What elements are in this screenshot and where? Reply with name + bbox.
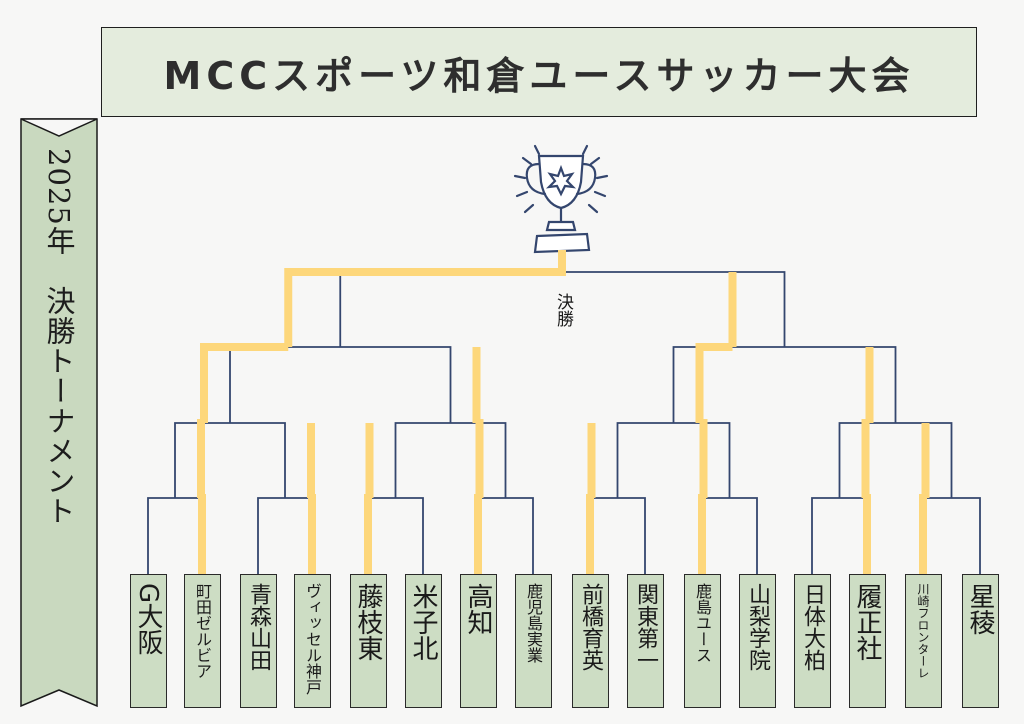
bracket-line xyxy=(147,497,203,574)
winner-path xyxy=(699,419,708,498)
winner-path xyxy=(861,419,870,498)
team-name: 川崎フロンターレ xyxy=(916,583,930,679)
team-name: 鹿島ユース xyxy=(693,583,712,663)
winner-path xyxy=(200,343,289,423)
final-label: 決勝 xyxy=(553,293,573,327)
winner-path xyxy=(284,250,566,347)
winner-path xyxy=(364,494,372,574)
team-name: 鹿児島実業 xyxy=(524,583,543,663)
team-name: 前橋育英 xyxy=(578,583,603,671)
winner-path xyxy=(586,494,594,574)
team-box: 前橋育英 xyxy=(571,574,609,708)
team-name: 米子北 xyxy=(408,583,438,661)
bracket-line xyxy=(589,497,646,574)
title-box: MCCスポーツ和倉ユースサッカー大会 xyxy=(101,27,977,117)
bracket-line xyxy=(174,422,286,498)
team-box: 鹿島ユース xyxy=(683,574,721,708)
winner-path xyxy=(198,494,206,574)
bracket-line xyxy=(811,497,868,574)
team-box: 高知 xyxy=(459,574,497,708)
team-box: 日体大柏 xyxy=(793,574,831,708)
winner-path xyxy=(475,419,484,498)
team-name: G大阪 xyxy=(133,583,163,656)
winner-path xyxy=(197,419,205,498)
team-box: 鹿児島実業 xyxy=(514,574,552,708)
winner-path xyxy=(698,494,706,574)
side-banner: 2025年 決勝トーナメント xyxy=(20,118,98,710)
winner-path xyxy=(919,494,927,574)
team-name: 藤枝東 xyxy=(353,583,383,661)
team-name: 町田ゼルビア xyxy=(193,583,212,679)
team-box: G大阪 xyxy=(129,574,167,708)
team-box: 履正社 xyxy=(848,574,886,708)
bracket-line xyxy=(701,497,758,574)
team-box: 藤枝東 xyxy=(349,574,387,708)
team-name: 山梨学院 xyxy=(745,583,770,671)
tournament-title: MCCスポーツ和倉ユースサッカー大会 xyxy=(163,53,915,98)
team-box: 川崎フロンターレ xyxy=(904,574,942,708)
team-box: 関東第一 xyxy=(626,574,664,708)
bracket-line xyxy=(838,422,953,498)
team-name: ヴィッセル神戸 xyxy=(303,583,322,695)
team-name: 青森山田 xyxy=(246,583,271,671)
bracket-line xyxy=(477,497,534,574)
bracket-line xyxy=(229,346,452,423)
team-box: ヴィッセル神戸 xyxy=(293,574,331,708)
team-box: 町田ゼルビア xyxy=(183,574,221,708)
bracket-line xyxy=(394,422,507,498)
team-box: 星稜 xyxy=(961,574,999,708)
team-name: 星稜 xyxy=(965,583,995,635)
bracket-line xyxy=(616,422,731,498)
team-name: 日体大柏 xyxy=(800,583,825,671)
team-name: 高知 xyxy=(463,583,493,635)
team-box: 青森山田 xyxy=(239,574,277,708)
trophy-icon xyxy=(513,144,609,254)
winner-path xyxy=(474,494,482,574)
bracket-line xyxy=(922,497,981,574)
team-name: 関東第一 xyxy=(633,583,658,671)
bracket-line xyxy=(257,497,313,574)
banner-ribbon-shape xyxy=(20,118,98,708)
banner-text: 2025年 決勝トーナメント xyxy=(42,148,76,526)
winner-path xyxy=(863,494,871,574)
winner-path xyxy=(308,494,316,574)
bracket-line xyxy=(672,346,897,423)
team-box: 山梨学院 xyxy=(738,574,776,708)
bracket-line xyxy=(367,497,424,574)
team-box: 米子北 xyxy=(404,574,442,708)
team-name: 履正社 xyxy=(852,583,882,661)
winner-path xyxy=(695,343,733,423)
